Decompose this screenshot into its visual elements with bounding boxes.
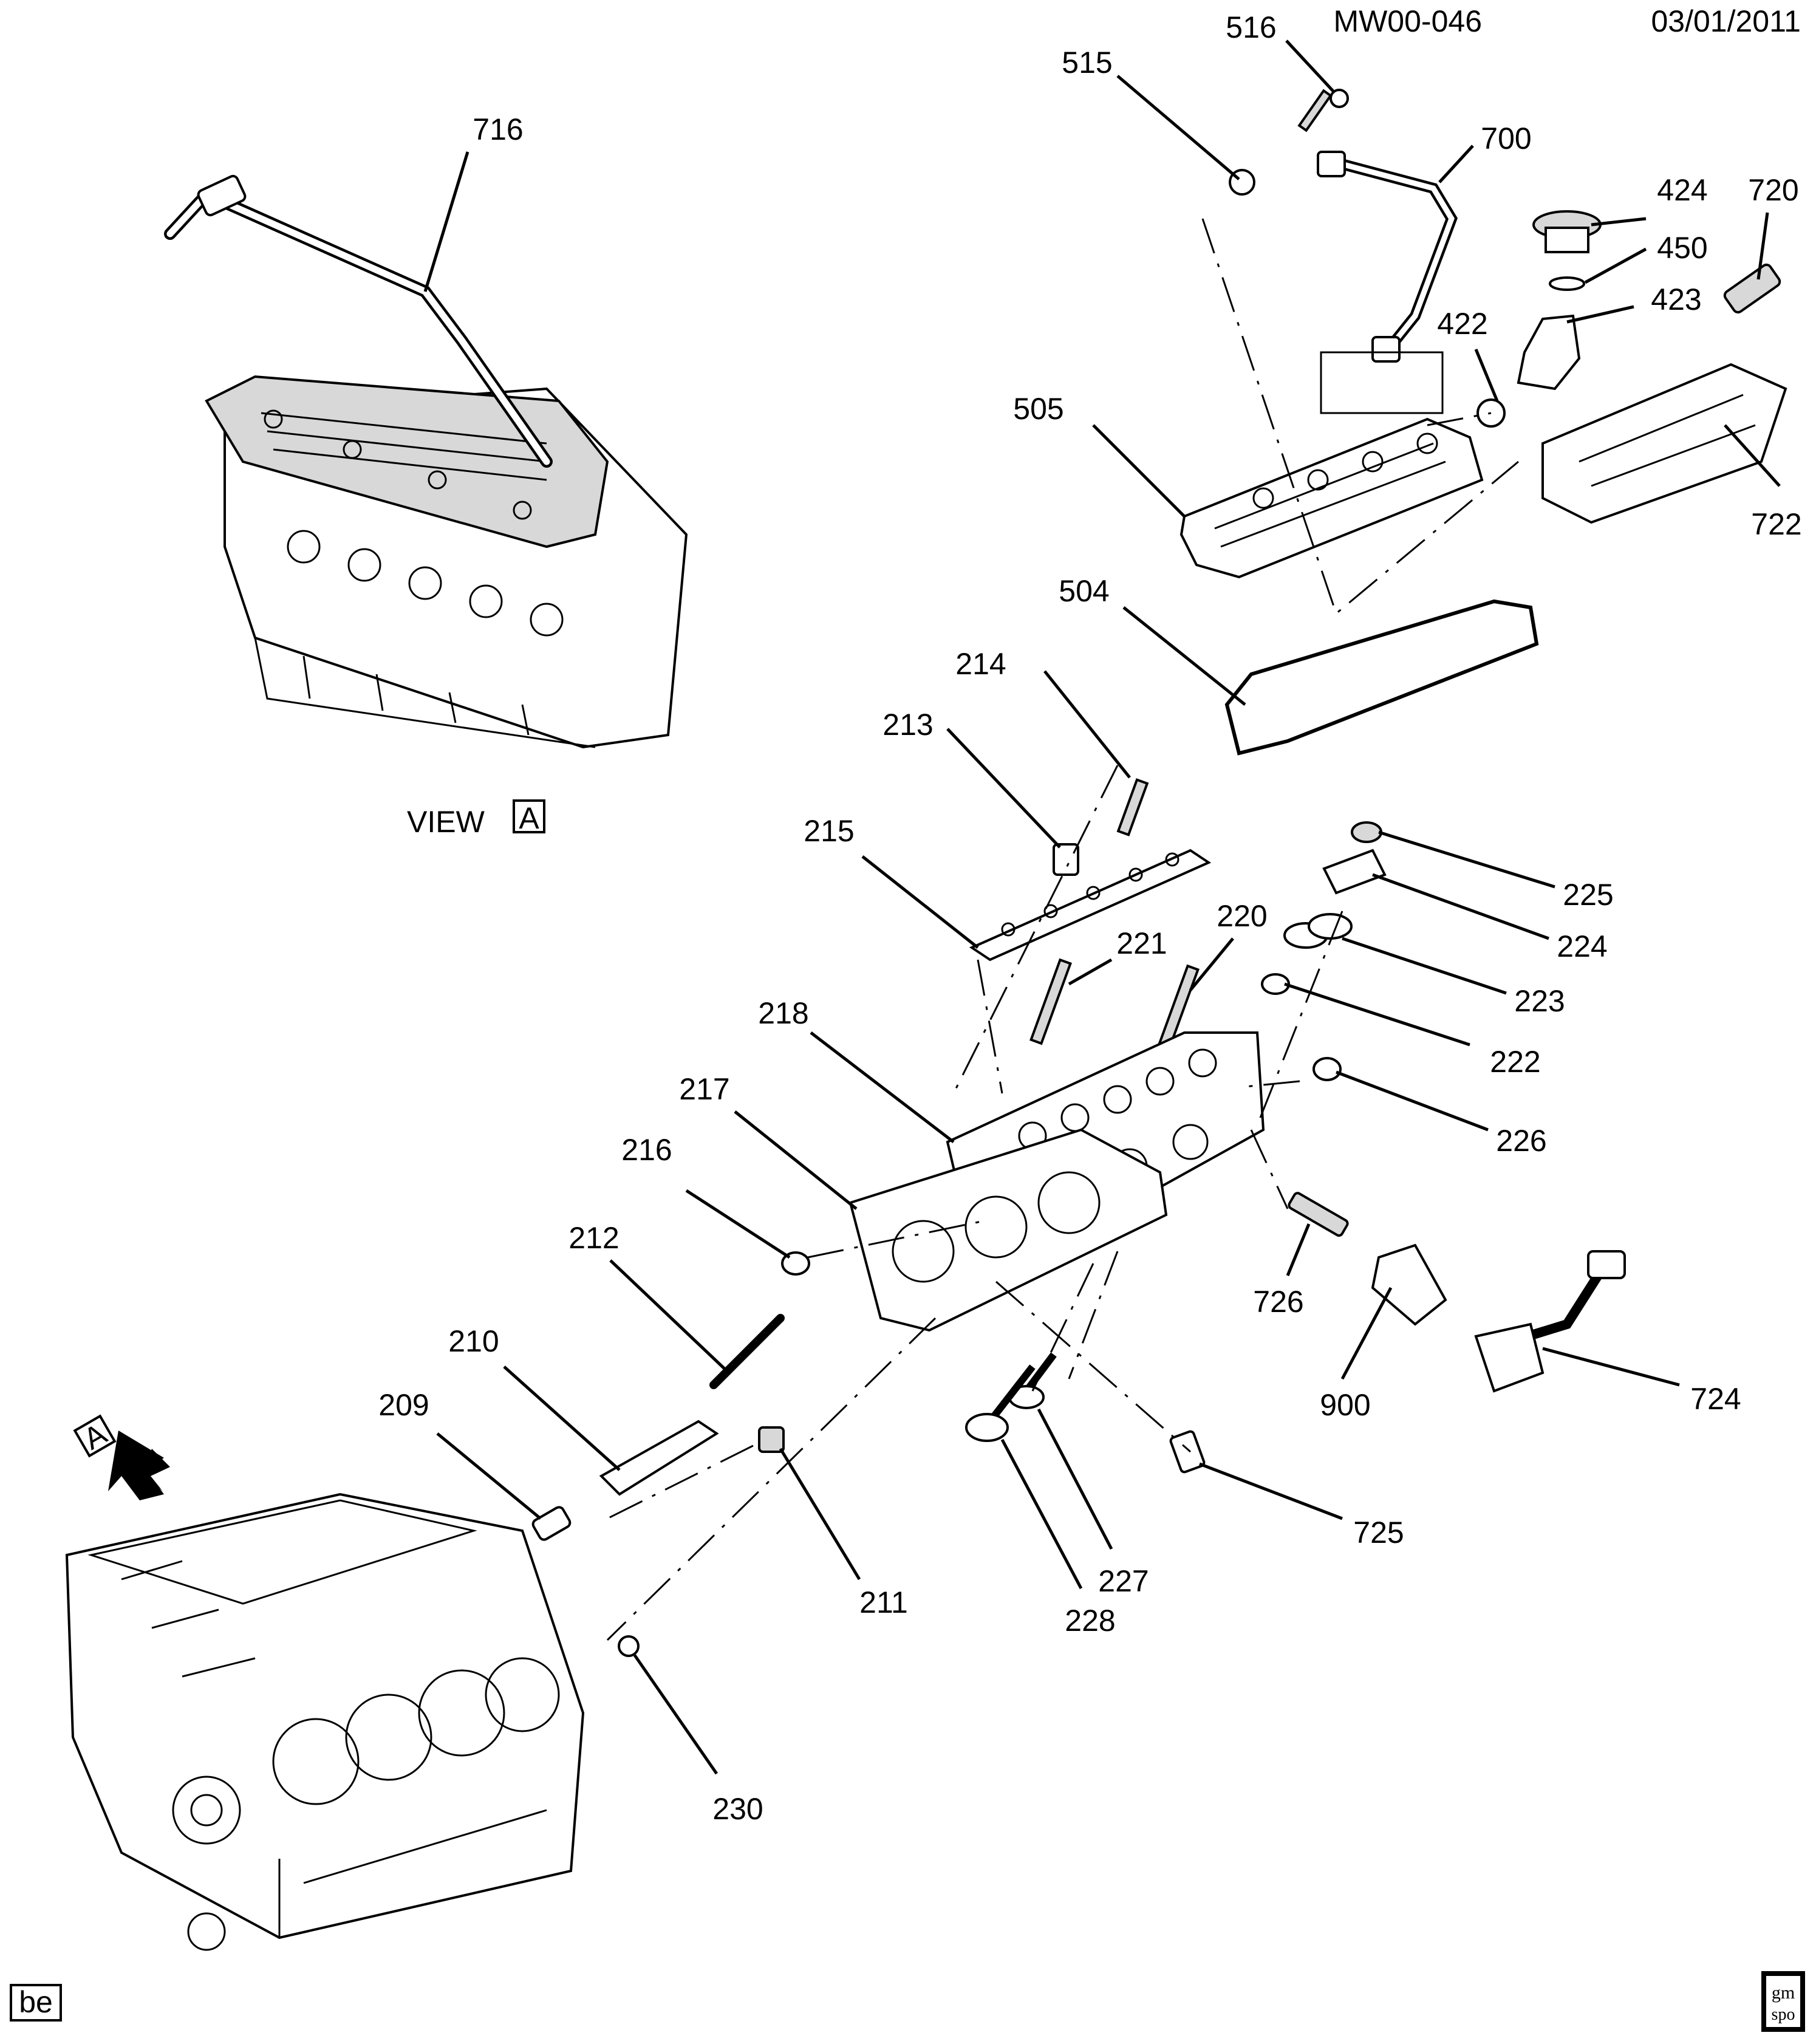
footer-code-box — [10, 1984, 62, 2022]
callout-230: 230 — [712, 1792, 763, 1826]
callout-209: 209 — [378, 1388, 429, 1422]
valve-locks-225 — [1351, 821, 1382, 843]
svg-text:spo: spo — [1772, 2005, 1795, 2024]
view-ref-box — [513, 799, 545, 833]
callout-724: 724 — [1690, 1382, 1741, 1416]
callout-726: 726 — [1253, 1285, 1303, 1319]
bolt-221 — [1029, 958, 1072, 1045]
assembly-lines — [606, 218, 1519, 1641]
callout-228: 228 — [1065, 1604, 1115, 1638]
callout-222: 222 — [1490, 1045, 1540, 1079]
callout-218: 218 — [758, 996, 808, 1030]
callout-224: 224 — [1557, 929, 1607, 963]
callout-900: 900 — [1320, 1388, 1370, 1422]
callout-450: 450 — [1657, 231, 1707, 265]
callout-215: 215 — [804, 814, 854, 848]
callout-424: 424 — [1657, 173, 1707, 207]
valve-cover-505 — [1179, 417, 1484, 579]
valve-cover-gasket-504 — [1224, 599, 1539, 756]
lifter-209 — [531, 1506, 572, 1541]
rail-215 — [969, 849, 1212, 962]
callout-210: 210 — [448, 1324, 499, 1358]
push-rod-212 — [709, 1314, 785, 1389]
callout-515: 515 — [1062, 46, 1112, 80]
seal-450 — [1549, 276, 1585, 291]
retainer-224 — [1322, 849, 1387, 895]
bolt-214 — [1116, 778, 1149, 836]
bolt-516 — [1297, 89, 1349, 132]
oil-fill-tube-423 — [1517, 314, 1581, 391]
callout-700: 700 — [1481, 121, 1531, 156]
callout-225: 225 — [1563, 878, 1613, 912]
callout-226: 226 — [1496, 1124, 1546, 1158]
ignition-coil-722 — [1541, 363, 1787, 524]
valve-spring-223 — [1283, 913, 1353, 949]
bolt-211 — [758, 1426, 785, 1453]
callout-212: 212 — [568, 1221, 619, 1255]
callout-516: 516 — [1226, 10, 1276, 44]
view-ref-letter: A — [519, 801, 539, 835]
callout-221: 221 — [1116, 926, 1167, 960]
callout-423: 423 — [1651, 282, 1701, 316]
footer-code: be — [19, 1985, 53, 2019]
callout-214: 214 — [955, 647, 1006, 681]
spark-plug-boot-900 — [1371, 1243, 1447, 1326]
callout-217: 217 — [679, 1072, 729, 1106]
sensor-725 — [1169, 1430, 1206, 1474]
hose-routing-box — [1320, 351, 1444, 414]
sensor-720 — [1723, 263, 1781, 314]
callout-716: 716 — [473, 112, 523, 146]
callout-227: 227 — [1098, 1564, 1149, 1598]
intake-valve-228 — [965, 1364, 1036, 1442]
exhaust-valve-227 — [1008, 1352, 1057, 1409]
plug-230 — [618, 1635, 640, 1657]
oil-fill-cap-424 — [1532, 210, 1602, 253]
callout-211: 211 — [859, 1585, 908, 1619]
callout-504: 504 — [1059, 574, 1109, 608]
diagram-code: MW00-046 — [1333, 4, 1482, 38]
callout-223: 223 — [1514, 984, 1565, 1018]
svg-text:gm: gm — [1772, 1983, 1795, 2003]
gm-spo-logo: gm spo — [1761, 1971, 1805, 2032]
view-a-direction-arrow: A — [73, 1414, 170, 1500]
rocker-arm-210 — [599, 1420, 719, 1496]
hose-700 — [1317, 151, 1458, 363]
callout-505: 505 — [1013, 392, 1063, 426]
callout-725: 725 — [1353, 1516, 1404, 1550]
callout-722: 722 — [1751, 507, 1801, 541]
view-a-engine-illustration — [205, 375, 688, 749]
clip-213 — [1053, 843, 1079, 876]
plug-226 — [1313, 1057, 1342, 1081]
spark-plug-726 — [1288, 1192, 1349, 1237]
engine-block-illustration — [65, 1492, 585, 1951]
callout-220: 220 — [1217, 899, 1267, 933]
view-label: VIEW — [407, 805, 485, 839]
callout-422: 422 — [1437, 307, 1487, 341]
diagram-date: 03/01/2011 — [1651, 4, 1801, 38]
callout-216: 216 — [621, 1133, 672, 1167]
head-gasket-217 — [848, 1128, 1168, 1332]
callout-720: 720 — [1748, 173, 1798, 207]
callout-213: 213 — [882, 708, 933, 742]
leader-lines — [423, 39, 1781, 1775]
spark-plug-wire-724 — [1474, 1250, 1626, 1393]
rail-bolts — [1001, 852, 1179, 937]
